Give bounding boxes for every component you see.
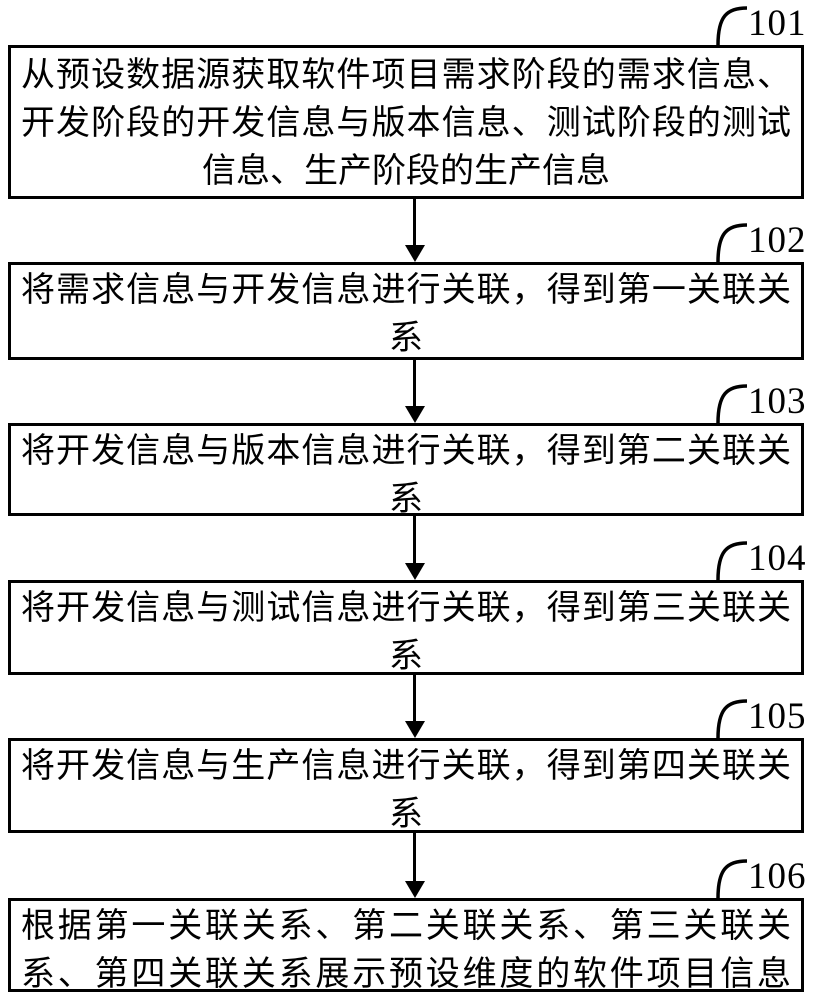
flow-arrow-line [413,833,416,881]
ref-leader-curve-icon [716,859,748,898]
step-ref-number: 105 [748,696,807,737]
step-text-line: 将开发信息与测试信息进行关联，得到第三关联关 [21,590,791,627]
flow-arrow-line [413,675,416,722]
step-text-line: 信息、生产阶段的生产信息 [202,153,610,190]
step-ref-number: 102 [748,220,807,261]
step-text-line: 系 [389,320,423,357]
ref-leader-curve-icon [716,699,748,738]
step-ref-number: 104 [748,538,807,579]
step-text-line: 从预设数据源获取软件项目需求阶段的需求信息、 [21,57,791,94]
step-text-line: 系 [389,638,423,675]
step-ref-101: 101 [716,3,807,45]
step-ref-106: 106 [716,856,807,898]
step-text-line: 将开发信息与生产信息进行关联，得到第四关联关 [21,748,791,785]
ref-leader-curve-icon [716,384,748,423]
flow-arrow-head [405,563,425,580]
step-text-line: 系 [389,481,423,518]
step-text-line: 系、第四关联关系展示预设维度的软件项目信息 [21,956,791,993]
flow-arrow-head [405,721,425,738]
step-ref-105: 105 [716,696,807,738]
flow-arrow-head [405,881,425,898]
step-text-line: 将开发信息与版本信息进行关联，得到第二关联关 [21,433,791,470]
ref-leader-curve-icon [716,541,748,580]
flow-step-box-102: 将需求信息与开发信息进行关联，得到第一关联关 系 [8,262,804,360]
flow-arrow-line [413,199,416,246]
step-text-line: 系 [389,796,423,833]
step-ref-104: 104 [716,538,807,580]
step-ref-103: 103 [716,381,807,423]
ref-leader-curve-icon [716,6,748,45]
flow-step-box-103: 将开发信息与版本信息进行关联，得到第二关联关 系 [8,423,804,518]
flow-arrow-head [405,245,425,262]
flow-arrow-head [405,406,425,423]
step-ref-number: 101 [748,3,807,44]
flow-arrow-line [413,360,416,407]
step-ref-number: 106 [748,856,807,897]
flow-step-box-105: 将开发信息与生产信息进行关联，得到第四关联关 系 [8,738,804,833]
ref-leader-curve-icon [716,223,748,262]
step-ref-number: 103 [748,381,807,422]
step-ref-102: 102 [716,220,807,262]
flow-step-box-101: 从预设数据源获取软件项目需求阶段的需求信息、 开发阶段的开发信息与版本信息、测试… [8,45,804,199]
flow-arrow-line [413,516,416,564]
step-text-line: 将需求信息与开发信息进行关联，得到第一关联关 [21,272,791,309]
flow-step-box-104: 将开发信息与测试信息进行关联，得到第三关联关 系 [8,580,804,675]
step-text-line: 开发阶段的开发信息与版本信息、测试阶段的测试 [21,105,791,142]
step-text-line: 根据第一关联关系、第二关联关系、第三关联关 [21,908,791,945]
flow-step-box-106: 根据第一关联关系、第二关联关系、第三关联关 系、第四关联关系展示预设维度的软件项… [8,898,804,993]
